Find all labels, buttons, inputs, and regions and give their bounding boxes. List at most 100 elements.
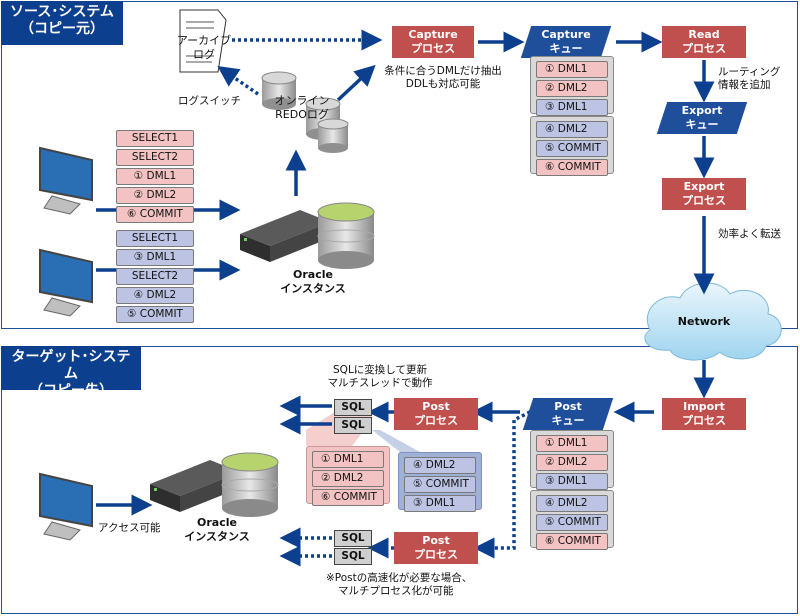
sql-thread-3: SQL	[334, 530, 372, 547]
sql-note: SQLに変換して更新 マルチスレッドで動作	[318, 364, 442, 390]
target-subtitle: （コピー先）	[29, 383, 113, 399]
routing-note-line1: ルーティング	[718, 66, 781, 78]
capture-queue: Capture キュー	[520, 26, 612, 58]
import-process-line1: Import	[683, 400, 725, 413]
list-item: ⑤ COMMIT	[404, 476, 476, 493]
multi-process-note: ※Postの高速化が必要な場合、 マルチプロセス化が可能	[326, 572, 472, 598]
post-queue-line2: キュー	[551, 414, 585, 427]
target-oracle-db-icon	[221, 452, 279, 517]
list-item: ⑥ COMMIT	[536, 533, 608, 550]
list-item: ③ DML1	[536, 473, 608, 490]
source-title: ソース･システム	[10, 4, 114, 20]
export-queue: Export キュー	[656, 102, 748, 134]
multi-note-line2: マルチプロセス化が可能	[338, 585, 454, 597]
archive-log-label: アーカイブ ログ	[174, 34, 234, 62]
export-process-line1: Export	[683, 180, 725, 193]
list-item: SELECT2	[116, 149, 194, 166]
export-process-line2: プロセス	[682, 194, 726, 207]
network-label: Network	[677, 315, 731, 328]
target-oracle-line1: Oracle	[197, 516, 237, 529]
archive-log-icon	[179, 9, 227, 73]
capture-note: 条件に合うDMLだけ抽出 DDLも対応可能	[378, 65, 508, 91]
online-redo-line2: REDOログ	[275, 108, 329, 121]
list-item: ⑤ COMMIT	[116, 306, 194, 323]
list-item: ④ DML2	[536, 495, 608, 512]
post-queue: Post キュー	[522, 398, 614, 430]
source-oracle-db-icon	[317, 202, 375, 269]
target-oracle-instance-label: Oracle インスタンス	[172, 516, 262, 544]
list-item: ① DML1	[312, 451, 384, 468]
client-monitor-1-icon	[39, 146, 93, 215]
client2-sql-list: SELECT1 ③ DML1 SELECT2 ④ DML2 ⑤ COMMIT	[116, 230, 194, 325]
post-process-1-line2: プロセス	[414, 414, 458, 427]
export-queue-line2: キュー	[685, 118, 719, 131]
online-redo-label: オンライン REDOログ	[268, 94, 336, 122]
list-item: ⑤ COMMIT	[536, 514, 608, 531]
multi-note-line1: ※Postの高速化が必要な場合、	[326, 572, 473, 584]
list-item: ⑥ COMMIT	[536, 159, 608, 176]
list-item: ② DML2	[536, 80, 608, 97]
read-process: Read プロセス	[662, 26, 746, 58]
list-item: ④ DML2	[404, 457, 476, 474]
import-process: Import プロセス	[662, 398, 746, 430]
target-oracle-line2: インスタンス	[184, 530, 250, 543]
sql-thread-2: SQL	[334, 417, 372, 434]
capture-queue-line2: キュー	[549, 42, 583, 55]
sql-note-line2: マルチスレッドで動作	[327, 377, 433, 389]
list-item: ⑥ COMMIT	[312, 489, 384, 506]
list-item: SELECT1	[116, 230, 194, 247]
post-process-2: Post プロセス	[394, 532, 478, 564]
source-oracle-server-icon	[240, 210, 330, 262]
source-oracle-instance-label: Oracle インスタンス	[268, 268, 358, 296]
target-title: ターゲット･システム	[11, 349, 131, 382]
list-item: ③ DML1	[116, 249, 194, 266]
list-item: ⑥ COMMIT	[116, 206, 194, 223]
sql-note-line1: SQLに変換して更新	[333, 364, 427, 376]
online-redo-line1: オンライン	[274, 94, 330, 107]
capture-process: Capture プロセス	[392, 26, 474, 58]
post-process-2-line2: プロセス	[414, 548, 458, 561]
routing-note-line2: 情報を追加	[718, 79, 771, 91]
source-oracle-line1: Oracle	[293, 268, 333, 281]
import-process-line2: プロセス	[682, 414, 726, 427]
list-item: ② DML2	[536, 454, 608, 471]
log-switch-label: ログスイッチ	[178, 95, 241, 107]
export-queue-line1: Export	[681, 104, 723, 117]
network-cloud-icon	[644, 282, 782, 361]
list-item: ③ DML1	[536, 99, 608, 116]
list-item: ② DML2	[116, 187, 194, 204]
list-item: ② DML2	[312, 470, 384, 487]
capture-process-line2: プロセス	[411, 42, 455, 55]
list-item: ④ DML2	[536, 121, 608, 138]
post-queue-group-1: ① DML1 ② DML2 ③ DML1	[530, 430, 614, 490]
client-monitor-2-icon	[39, 248, 93, 317]
capture-process-line1: Capture	[408, 28, 458, 41]
thread-blue-list: ④ DML2 ⑤ COMMIT ③ DML1	[398, 452, 482, 512]
target-system-label: ターゲット･システム （コピー先）	[1, 346, 141, 399]
list-item: SELECT2	[116, 268, 194, 285]
access-note: アクセス可能	[98, 522, 161, 534]
post-queue-line1: Post	[554, 400, 582, 413]
list-item: ① DML1	[116, 168, 194, 185]
sql-thread-4: SQL	[334, 548, 372, 565]
archive-log-line1: アーカイブ	[176, 34, 232, 47]
capture-queue-group-2: ④ DML2 ⑤ COMMIT ⑥ COMMIT	[530, 116, 614, 176]
read-process-line2: プロセス	[682, 42, 726, 55]
list-item: ③ DML1	[404, 495, 476, 512]
capture-note-line1: 条件に合うDMLだけ抽出	[384, 65, 502, 77]
archive-log-line2: ログ	[193, 48, 215, 61]
list-item: SELECT1	[116, 130, 194, 147]
target-monitor-icon	[39, 472, 93, 541]
list-item: ① DML1	[536, 61, 608, 78]
capture-note-line2: DDLも対応可能	[405, 78, 481, 90]
source-system-label: ソース･システム （コピー元）	[1, 1, 123, 45]
transfer-note: 効率よく転送	[718, 228, 781, 240]
post-process-1-line1: Post	[422, 400, 450, 413]
routing-note: ルーティング 情報を追加	[718, 66, 780, 92]
thread-red-list: ① DML1 ② DML2 ⑥ COMMIT	[306, 446, 390, 506]
post-queue-group-2: ④ DML2 ⑤ COMMIT ⑥ COMMIT	[530, 490, 614, 550]
capture-queue-group-1: ① DML1 ② DML2 ③ DML1	[530, 56, 614, 116]
post-process-2-line1: Post	[422, 534, 450, 547]
post-process-1: Post プロセス	[394, 398, 478, 430]
